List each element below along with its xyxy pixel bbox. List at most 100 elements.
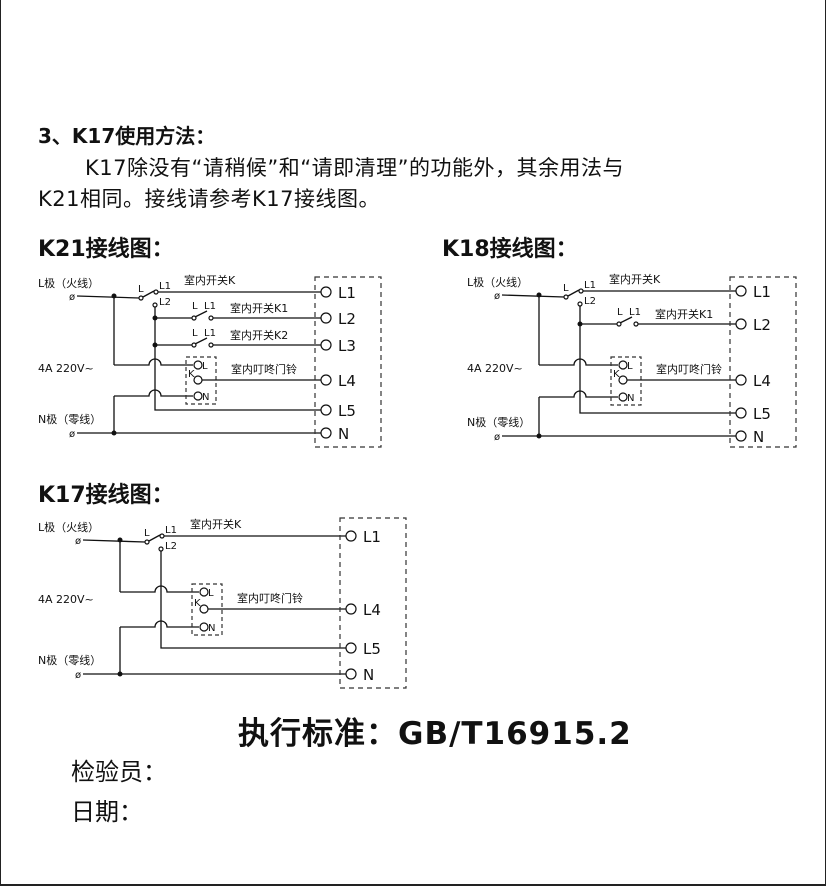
- doorbell-label: 室内叮咚门铃: [237, 591, 303, 605]
- terminal-circle: [320, 404, 332, 416]
- branch-switch-label: 室内开关K2: [230, 328, 288, 342]
- k18-diagram-title: K18接线图：: [442, 237, 578, 262]
- terminal-circle: [320, 339, 332, 351]
- doorbell-label: 室内叮咚门铃: [231, 362, 297, 376]
- switch-contact: [159, 533, 165, 539]
- neutral-pole-label: N极（零线）: [38, 653, 101, 667]
- k17-diagram-title: K17接线图：: [38, 483, 174, 508]
- terminal-circle: [735, 285, 747, 297]
- switch-contact: [633, 321, 639, 327]
- supply-label: 4A 220V~: [38, 362, 94, 375]
- switch-l-label: L: [138, 284, 144, 295]
- junction-dot: [536, 433, 542, 439]
- bell-l-contact: [199, 587, 209, 597]
- terminal-circle: [320, 427, 332, 439]
- terminal-label-tn: N: [363, 666, 374, 684]
- branch-switch-label: 室内开关K1: [655, 307, 713, 321]
- bell-l-contact: [193, 360, 203, 370]
- live-pole-label: L极（火线）: [467, 275, 528, 289]
- neutral-pole-label: N极（零线）: [467, 415, 530, 429]
- device-terminal-box: [729, 276, 797, 448]
- branch-switch-label: 室内开关K1: [230, 301, 288, 315]
- terminal-label-t5: L5: [753, 405, 771, 423]
- bell-k-contact: [193, 375, 203, 385]
- switch-k-blade: [148, 534, 161, 542]
- supply-label: 4A 220V~: [467, 362, 523, 375]
- switch-l1-label: L1: [165, 525, 177, 536]
- live-wire: [82, 539, 146, 543]
- doorbell-label: 室内叮咚门铃: [656, 362, 722, 376]
- bell-l-contact: [618, 360, 628, 370]
- device-terminal-box: [339, 517, 407, 689]
- switch-l2-label: L2: [584, 296, 596, 307]
- switch-contact: [144, 539, 150, 545]
- bell-k-contact: [618, 375, 628, 385]
- terminal-label: L2: [338, 310, 356, 328]
- live-pole-label: L极（火线）: [38, 276, 99, 290]
- branch-l1-label: L1: [204, 301, 216, 312]
- bell-k-label: K: [613, 369, 620, 380]
- live-to-bell-wire: [120, 585, 199, 593]
- l2-l5-wire: [154, 307, 321, 411]
- terminal-label: L2: [753, 316, 771, 334]
- branch-l-label: L: [617, 307, 623, 318]
- terminal-label-tn: N: [753, 428, 764, 446]
- terminal-screw-icon: ø: [494, 432, 500, 443]
- doorbell-box: [191, 583, 223, 636]
- switch-contact: [138, 295, 144, 301]
- bell-k-label: K: [188, 369, 195, 380]
- terminal-screw-icon: ø: [494, 291, 500, 302]
- switch-k-label: 室内开关K: [609, 272, 661, 286]
- switch-l1-label: L1: [584, 280, 596, 291]
- terminal-label-tn: N: [338, 425, 349, 443]
- bell-n-contact: [618, 392, 628, 402]
- terminal-label-t1: L1: [753, 283, 771, 301]
- switch-l1-label: L1: [159, 281, 171, 292]
- switch-contact: [152, 302, 158, 308]
- terminal-label-t4: L4: [338, 372, 356, 390]
- branch-switch-blade: [619, 316, 633, 324]
- live-wire: [501, 294, 565, 298]
- neutral-to-bell-wire: [120, 620, 199, 628]
- branch-switch-blade: [194, 337, 208, 345]
- terminal-circle: [735, 430, 747, 442]
- terminal-circle: [345, 530, 357, 542]
- bell-n-contact: [193, 391, 203, 401]
- terminal-label-t5: L5: [338, 402, 356, 420]
- bell-n-label: N: [627, 393, 634, 404]
- switch-contact: [577, 301, 583, 307]
- terminal-circle: [345, 603, 357, 615]
- live-pole-label: L极（火线）: [38, 520, 99, 534]
- terminal-circle: [735, 407, 747, 419]
- terminal-circle: [735, 318, 747, 330]
- doorbell-box: [185, 356, 217, 405]
- switch-k-label: 室内开关K: [184, 273, 236, 287]
- standard-label: 执行标准：GB/T16915.2: [238, 716, 632, 752]
- junction-dot: [111, 430, 117, 436]
- neutral-to-bell-wire: [539, 390, 618, 398]
- switch-k-label: 室内开关K: [190, 517, 242, 531]
- junction-dot: [117, 671, 123, 677]
- switch-contact: [563, 294, 569, 300]
- branch-switch-blade: [194, 310, 208, 318]
- terminal-screw-icon: ø: [75, 670, 81, 681]
- bell-n-label: N: [208, 623, 215, 634]
- switch-l2-label: L2: [165, 541, 177, 552]
- branch-l-label: L: [192, 301, 198, 312]
- terminal-circle: [345, 642, 357, 654]
- bell-l-label: L: [627, 361, 633, 372]
- switch-contact: [578, 288, 584, 294]
- supply-label: 4A 220V~: [38, 593, 94, 606]
- bell-k-contact: [199, 604, 209, 614]
- bell-l-label: L: [208, 588, 214, 599]
- switch-k-blade: [142, 290, 155, 298]
- switch-l-label: L: [144, 528, 150, 539]
- neutral-pole-label: N极（零线）: [38, 412, 101, 426]
- switch-l-label: L: [563, 283, 569, 294]
- branch-l1-label: L1: [204, 328, 216, 339]
- terminal-circle: [320, 312, 332, 324]
- terminal-label-t1: L1: [338, 284, 356, 302]
